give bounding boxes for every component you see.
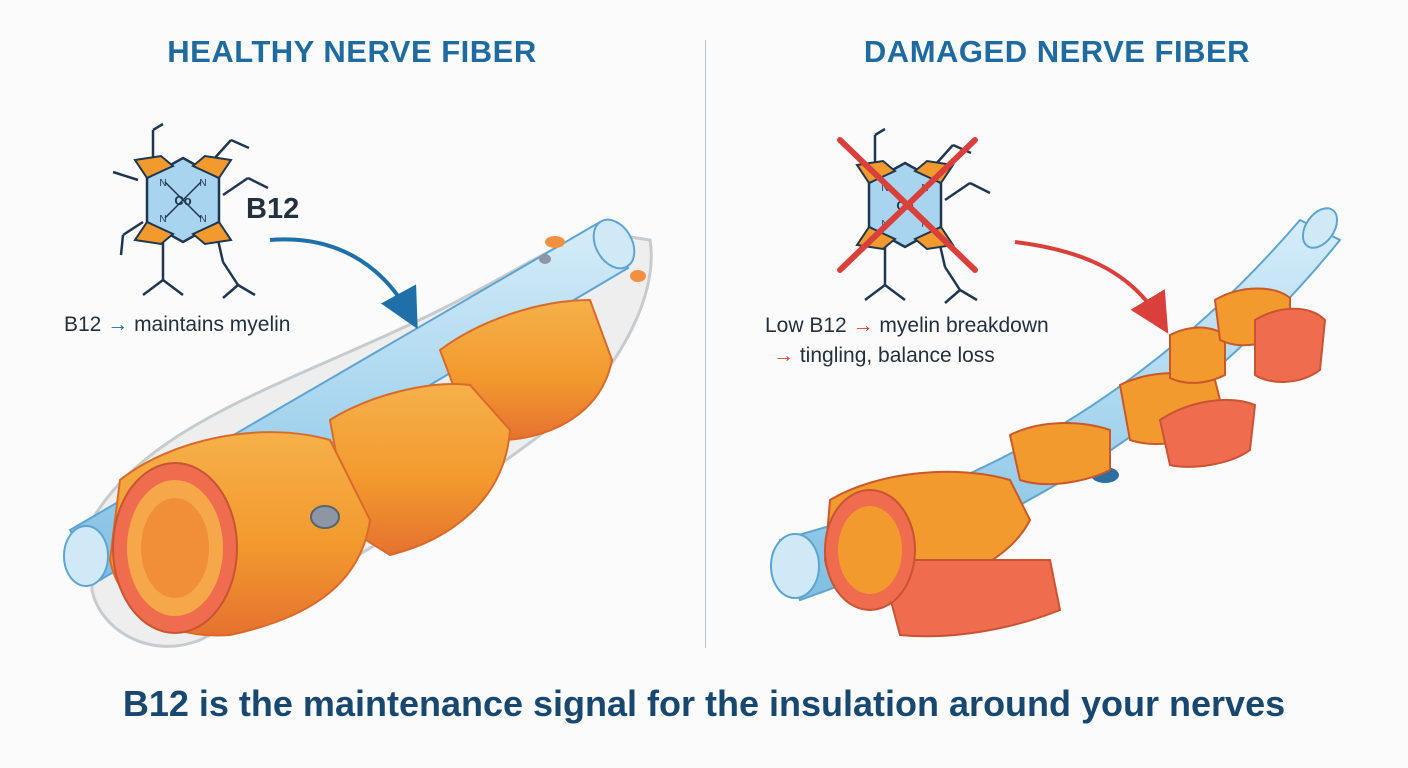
b12-molecule-icon: Co N N N N <box>855 127 991 304</box>
healthy-molecule-n4: N <box>199 214 206 225</box>
damaged-caption-line1: Low B12 → myelin breakdown <box>765 314 1049 338</box>
curved-arrow-icon <box>1014 240 1169 334</box>
b12-molecule-icon: Co N N N N <box>112 122 269 299</box>
healthy-caption-b12: B12 <box>64 313 102 336</box>
healthy-molecule-center: Co <box>174 193 191 208</box>
healthy-panel-title: HEALTHY NERVE FIBER <box>167 34 537 69</box>
healthy-caption-text: maintains myelin <box>134 313 291 336</box>
healthy-molecule-n2: N <box>199 178 206 189</box>
arrow-right-icon: → <box>852 314 874 337</box>
healthy-myelin-segments <box>108 254 614 637</box>
damaged-caption-line2: → tingling, balance loss <box>773 344 995 368</box>
damaged-caption-breakdown: myelin breakdown <box>879 314 1049 337</box>
healthy-molecule-n1: N <box>159 178 166 189</box>
arrow-right-icon: → <box>107 313 129 336</box>
panel-divider <box>705 40 706 648</box>
cross-out-icon <box>837 137 978 273</box>
footer-caption: B12 is the maintenance signal for the in… <box>122 683 1286 724</box>
healthy-caption: B12 → maintains myelin <box>64 313 290 337</box>
damaged-caption-symptoms: tingling, balance loss <box>799 344 995 367</box>
damaged-caption-lowb12: Low B12 <box>765 314 847 337</box>
healthy-molecule-label: B12 <box>246 193 300 225</box>
damaged-panel-title: DAMAGED NERVE FIBER <box>863 34 1251 69</box>
arrow-right-icon: → <box>773 344 794 367</box>
damaged-myelin-fragments <box>823 287 1327 638</box>
curved-arrow-icon <box>269 237 418 330</box>
damaged-molecule-n1: N <box>881 183 888 194</box>
healthy-molecule-n3: N <box>159 214 166 225</box>
